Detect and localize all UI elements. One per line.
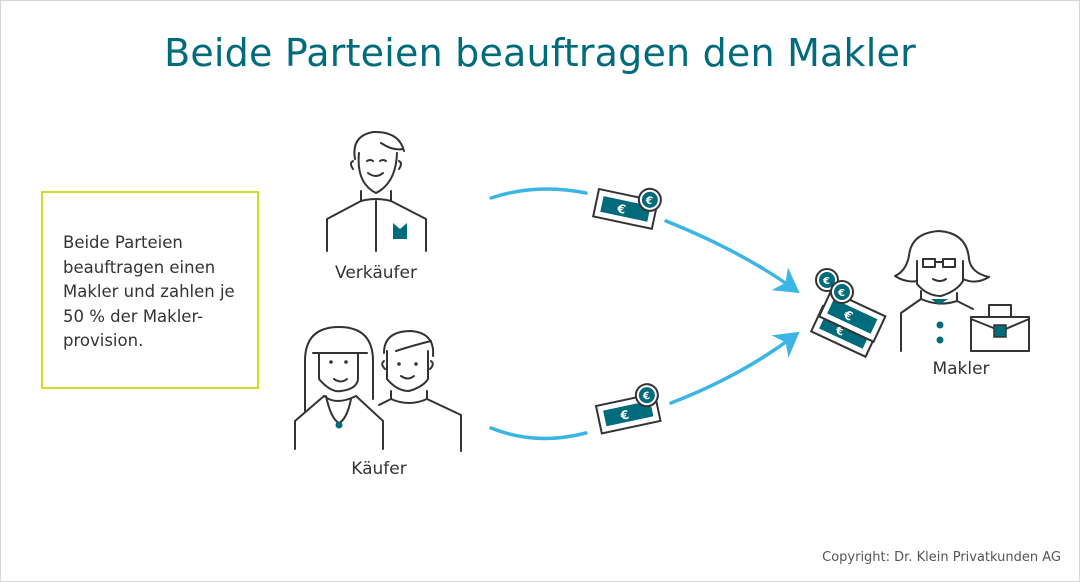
money-bill-icon — [592, 185, 664, 230]
buyer-couple-icon — [294, 326, 462, 452]
money-bill-icon — [595, 381, 662, 435]
seller-label: Verkäufer — [335, 263, 417, 283]
agent-label: Makler — [932, 359, 990, 379]
seller-icon — [326, 130, 427, 252]
agent-icon — [894, 230, 1030, 352]
necklace-pendant-icon — [335, 421, 343, 429]
info-box: Beide Parteien beauftragen einen Makler … — [41, 191, 259, 389]
copyright-notice: Copyright: Dr. Klein Privatkunden AG — [822, 550, 1061, 565]
buyer-label: Käufer — [351, 459, 407, 479]
money-stack-icon — [810, 268, 887, 358]
seller-payment-arrow — [489, 187, 800, 294]
info-box-text: Beide Parteien beauftragen einen Makler … — [63, 233, 235, 350]
buyer-payment-arrow — [489, 331, 800, 441]
page-title: Beide Parteien beauftragen den Makler — [164, 31, 916, 75]
briefcase-lock-icon — [993, 324, 1007, 338]
pocket-square-icon — [393, 223, 407, 239]
